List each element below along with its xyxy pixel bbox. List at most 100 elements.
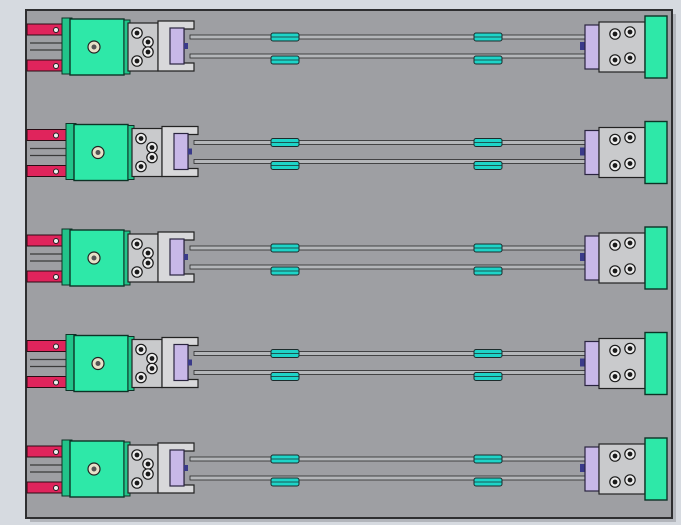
linear-rod-upper	[193, 351, 595, 356]
linear-rod-upper	[193, 140, 595, 145]
cylinder-port-upper	[53, 27, 59, 33]
end-key	[580, 253, 585, 261]
end-housing	[598, 21, 646, 73]
end-screw-bottom-left-hole	[612, 163, 618, 168]
end-key	[580, 147, 585, 156]
end-block[interactable]	[644, 331, 668, 396]
end-housing	[598, 337, 646, 390]
end-screw-top-left-hole	[612, 453, 618, 459]
module-2[interactable]	[26, 120, 668, 185]
linear-rod-lower	[193, 370, 595, 375]
end-screw-top-right-hole	[627, 346, 633, 351]
end-block[interactable]	[644, 226, 668, 290]
end-screw-bottom-right-hole	[627, 266, 633, 272]
linear-rod-upper	[189, 34, 591, 40]
housing-screw-mid-bottom-hole	[145, 49, 151, 55]
drive-flange	[173, 343, 189, 382]
cylinder-port-upper	[53, 238, 59, 244]
drive-flange	[169, 449, 185, 487]
flange-key	[184, 43, 188, 49]
linear-rod-lower	[193, 159, 595, 164]
linear-rod-upper	[189, 245, 591, 251]
motor-shaft-core	[91, 255, 97, 261]
drive-flange	[169, 27, 185, 65]
end-screw-bottom-right-hole	[627, 477, 633, 483]
cylinder-port-lower	[53, 379, 59, 386]
linear-rod-lower	[189, 53, 591, 59]
cylinder-port-lower	[53, 168, 59, 175]
housing-screw-top-hole	[134, 30, 140, 36]
end-screw-top-right-hole	[627, 135, 633, 140]
end-screw-bottom-left-hole	[612, 268, 618, 274]
cylinder-port-upper	[53, 132, 59, 139]
end-block[interactable]	[644, 437, 668, 501]
end-screw-top-left-hole	[612, 348, 618, 353]
module-4[interactable]	[26, 331, 668, 396]
housing-screw-top-hole	[138, 136, 144, 141]
linear-rod-upper	[189, 456, 591, 462]
housing-screw-bottom-hole	[138, 164, 144, 169]
module-3[interactable]	[26, 226, 668, 290]
end-screw-top-right-hole	[627, 240, 633, 246]
end-screw-bottom-left-hole	[612, 57, 618, 63]
end-screw-bottom-right-hole	[627, 161, 633, 166]
end-screw-bottom-left-hole	[612, 479, 618, 485]
housing-screw-top-hole	[134, 452, 140, 458]
end-flange	[584, 340, 600, 387]
housing-screw-top-hole	[134, 241, 140, 247]
module-1[interactable]	[26, 15, 668, 79]
motor-shaft-core	[95, 361, 101, 366]
end-flange	[584, 24, 600, 70]
end-screw-top-left-hole	[612, 137, 618, 142]
motor-shaft-core	[91, 466, 97, 472]
drive-flange	[173, 132, 189, 171]
housing-screw-mid-bottom-hole	[145, 260, 151, 266]
housing-screw-mid-top-hole	[145, 39, 151, 45]
end-flange	[584, 446, 600, 492]
cylinder-port-lower	[53, 63, 59, 69]
housing-screw-mid-bottom-hole	[149, 366, 155, 371]
end-flange	[584, 129, 600, 176]
flange-key	[184, 254, 188, 260]
housing-screw-bottom-hole	[134, 269, 140, 275]
end-screw-bottom-right-hole	[627, 55, 633, 61]
housing-screw-bottom-hole	[138, 375, 144, 380]
end-key	[580, 464, 585, 472]
end-key	[580, 358, 585, 367]
end-flange	[584, 235, 600, 281]
end-screw-bottom-left-hole	[612, 374, 618, 379]
flange-key	[188, 359, 192, 366]
motor-shaft-core	[95, 150, 101, 155]
end-housing	[598, 232, 646, 284]
motor-shaft-core	[91, 44, 97, 50]
housing-screw-bottom-hole	[134, 480, 140, 486]
housing-screw-bottom-hole	[134, 58, 140, 64]
housing-screw-mid-top-hole	[149, 145, 155, 150]
housing-screw-mid-top-hole	[145, 461, 151, 467]
housing-screw-mid-top-hole	[149, 356, 155, 361]
end-screw-top-left-hole	[612, 242, 618, 248]
housing-screw-mid-bottom-hole	[145, 471, 151, 477]
cylinder-upper	[26, 340, 70, 352]
drive-flange	[169, 238, 185, 276]
end-block[interactable]	[644, 15, 668, 79]
cylinder-port-lower	[53, 274, 59, 280]
end-screw-top-right-hole	[627, 451, 633, 457]
end-housing	[598, 126, 646, 179]
flange-key	[188, 148, 192, 155]
end-screw-top-right-hole	[627, 29, 633, 35]
housing-screw-top-hole	[138, 347, 144, 352]
end-screw-top-left-hole	[612, 31, 618, 37]
linear-rod-lower	[189, 475, 591, 481]
cylinder-port-upper	[53, 449, 59, 455]
module-5[interactable]	[26, 437, 668, 501]
cylinder-lower	[26, 165, 70, 177]
housing-screw-mid-bottom-hole	[149, 155, 155, 160]
cylinder-port-lower	[53, 485, 59, 491]
end-key	[580, 42, 585, 50]
actuator-modules	[26, 15, 668, 501]
end-block[interactable]	[644, 120, 668, 185]
end-housing	[598, 443, 646, 495]
housing-screw-mid-top-hole	[145, 250, 151, 256]
